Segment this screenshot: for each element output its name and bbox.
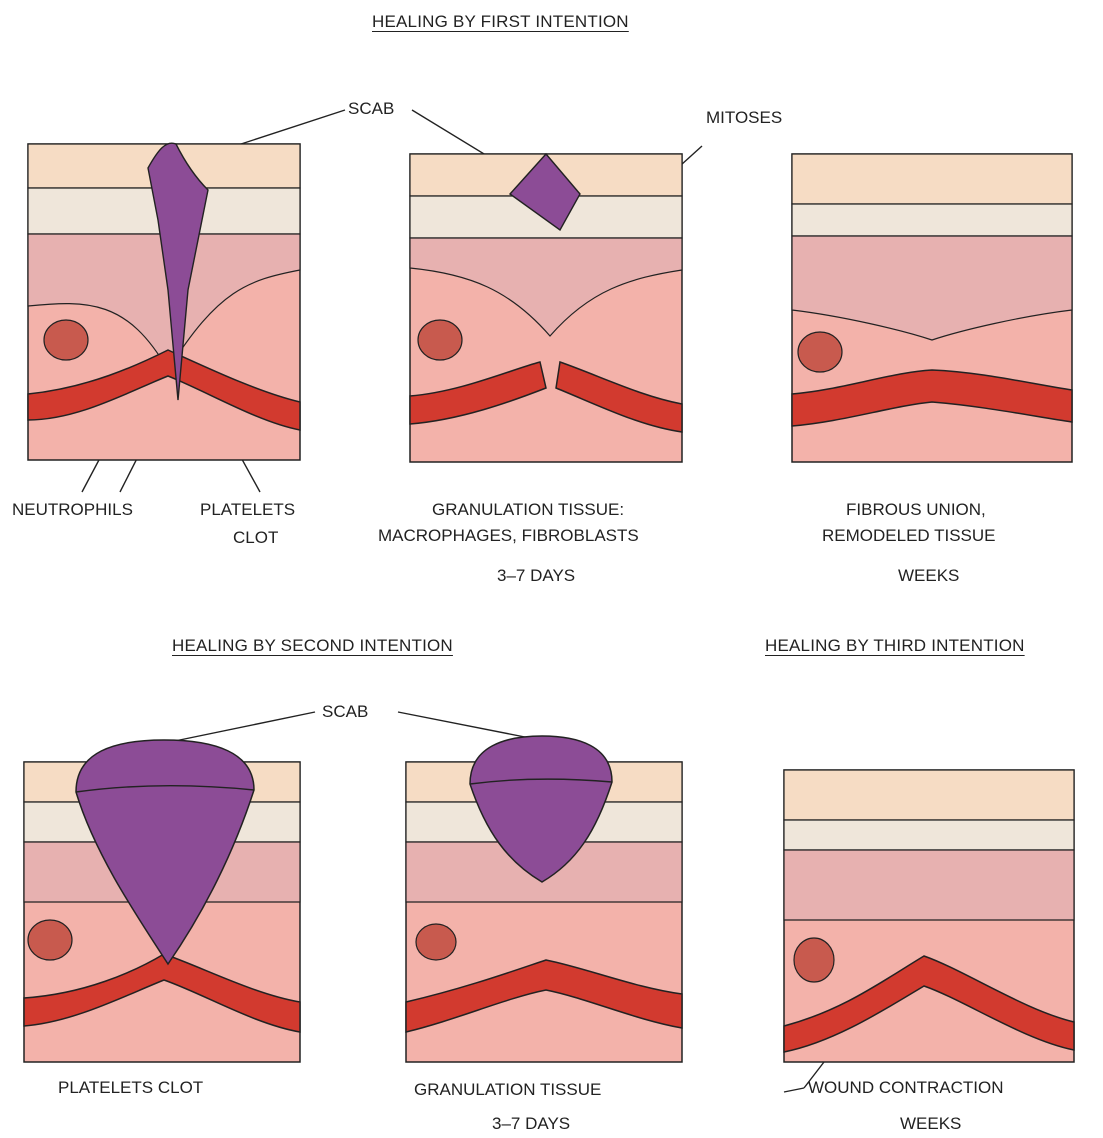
label-granulation-tissue-bottom: GRANULATION TISSUE bbox=[414, 1078, 601, 1102]
label-wound-contraction: WOUND CONTRACTION bbox=[808, 1076, 1003, 1100]
label-platelets-clot-bottom: PLATELETS CLOT bbox=[58, 1076, 203, 1100]
label-macrophages-fibroblasts: MACROPHAGES, FIBROBLASTS bbox=[378, 524, 639, 548]
label-time-3-7-days-top: 3–7 DAYS bbox=[497, 564, 575, 588]
panel-third-intention bbox=[774, 760, 1084, 1072]
panel-first-intention-fibrous-union bbox=[782, 140, 1082, 472]
label-remodeled-tissue: REMODELED TISSUE bbox=[822, 524, 996, 548]
label-fibrous-union: FIBROUS UNION, bbox=[846, 498, 986, 522]
panel-second-intention-granulation bbox=[396, 732, 692, 1072]
panel-first-intention-granulation bbox=[400, 140, 692, 472]
label-time-weeks-top: WEEKS bbox=[898, 564, 959, 588]
label-neutrophils: NEUTROPHILS bbox=[12, 498, 133, 522]
label-granulation-tissue-macrophages: GRANULATION TISSUE: bbox=[432, 498, 624, 522]
panel-second-intention-clot bbox=[14, 732, 310, 1072]
label-platelets: PLATELETS bbox=[200, 498, 295, 522]
label-clot: CLOT bbox=[233, 526, 278, 550]
label-time-weeks-bottom: WEEKS bbox=[900, 1112, 961, 1136]
label-time-3-7-days-bottom: 3–7 DAYS bbox=[492, 1112, 570, 1136]
panel-first-intention-clot bbox=[18, 130, 310, 470]
